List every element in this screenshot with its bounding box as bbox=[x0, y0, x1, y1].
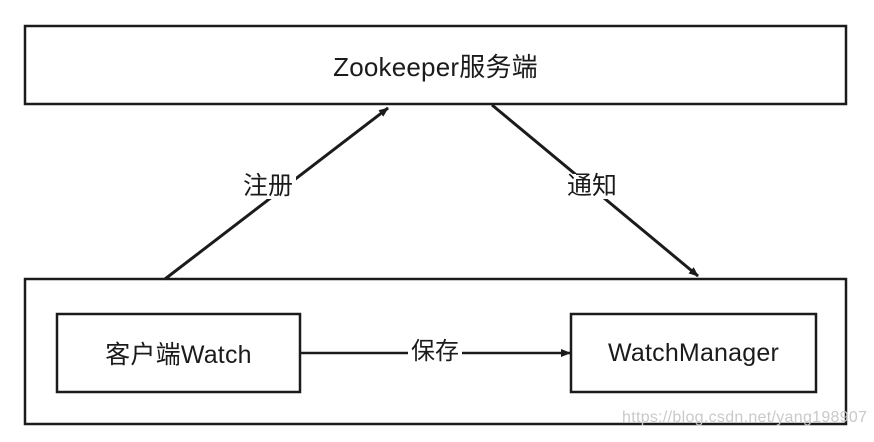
client-watch-box bbox=[55, 312, 302, 394]
register-edge-label: 注册 bbox=[240, 174, 297, 199]
server-box bbox=[23, 24, 848, 106]
watch-manager-box bbox=[569, 312, 818, 394]
watermark-text: https://blog.csdn.net/yang198907 bbox=[622, 409, 868, 426]
watch-manager-box-label: WatchManager bbox=[608, 338, 779, 367]
client-watch-box-label: 客户端Watch bbox=[105, 341, 252, 369]
save-edge-label: 保存 bbox=[408, 340, 462, 364]
notify-edge-label: 通知 bbox=[564, 174, 621, 199]
server-box-label: Zookeeper服务端 bbox=[333, 51, 538, 82]
